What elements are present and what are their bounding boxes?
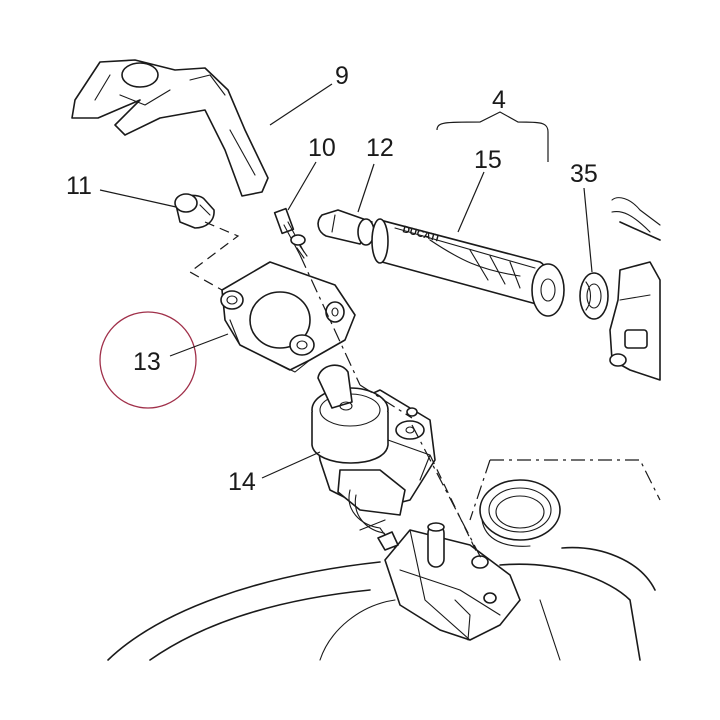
- screw-10: [273, 207, 308, 259]
- callout-9-label: 9: [335, 62, 349, 90]
- bushing-35: [579, 272, 609, 320]
- callout-13-highlight-circle: [99, 311, 197, 409]
- callout-13-label: 13: [133, 348, 161, 376]
- callout-11-label: 11: [66, 172, 92, 200]
- bracket-plate-13: [220, 261, 356, 373]
- callout-4-label: 4: [492, 86, 506, 114]
- callout-10: 10: [287, 134, 336, 211]
- assembly-lines: [188, 221, 483, 561]
- callout-15-label: 15: [474, 146, 502, 174]
- callout-13: 13: [99, 311, 229, 409]
- grip-15: DUCATI: [371, 218, 565, 317]
- callout-4: 4: [436, 86, 549, 162]
- end-plug-12: [317, 209, 375, 246]
- callout-35-label: 35: [570, 160, 598, 188]
- callout-12: 12: [357, 134, 394, 213]
- rubber-bumper-11: [174, 193, 215, 229]
- callout-12-label: 12: [366, 134, 394, 162]
- ignition-switch-14: [311, 364, 436, 551]
- callout-9: 9: [269, 62, 349, 126]
- callout-15: 15: [457, 146, 502, 233]
- frame-part: [107, 459, 661, 661]
- filler-neck: [479, 479, 561, 547]
- callout-11: 11: [66, 172, 177, 208]
- callout-14: 14: [228, 451, 321, 496]
- lever-9: [71, 59, 269, 197]
- callout-14-label: 14: [228, 468, 256, 496]
- callout-10-label: 10: [308, 134, 336, 162]
- callout-35: 35: [570, 160, 598, 273]
- steering-bracket: [384, 522, 521, 641]
- right-switch-housing: [609, 197, 661, 381]
